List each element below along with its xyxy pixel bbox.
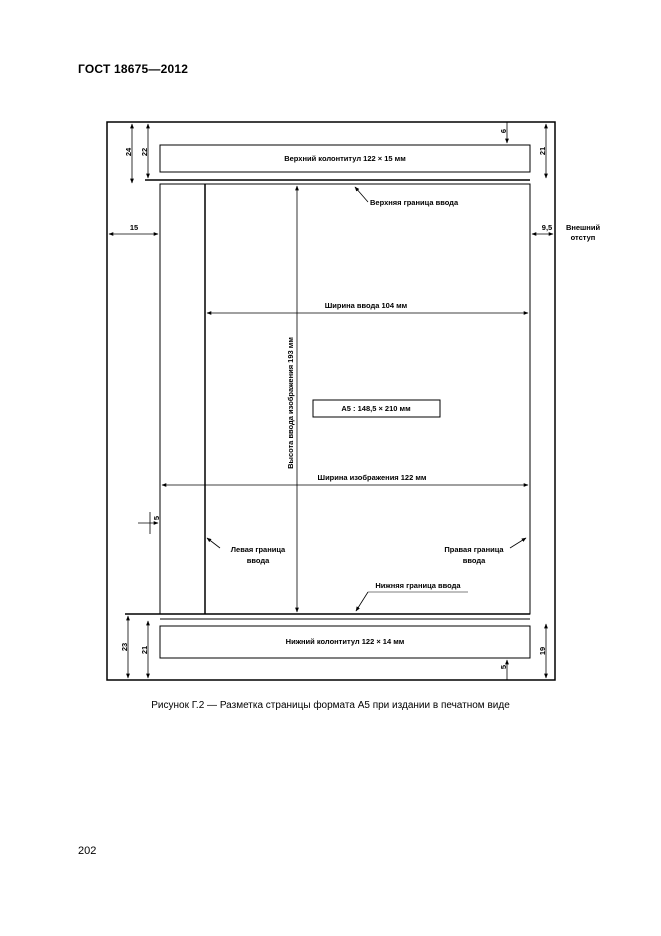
left-boundary-label-line2: ввода — [247, 556, 270, 565]
dim-bottom-right: 19 — [538, 647, 547, 655]
bottom-boundary-leader — [355, 591, 369, 612]
content-area — [159, 183, 531, 615]
top-boundary-label: Верхняя граница ввода — [370, 198, 459, 207]
header-box-label: Верхний колонтитул 122 × 15 мм — [284, 154, 406, 163]
footer-box — [159, 625, 531, 659]
format-box — [312, 399, 441, 418]
dim-gutter: 5 — [152, 516, 161, 520]
dim-right-margin: 9,5 — [542, 223, 552, 232]
image-width-label: Ширина изображения 122 мм — [318, 473, 427, 482]
bottom-boundary-label: Нижняя граница ввода — [375, 581, 461, 590]
header-box — [159, 144, 531, 173]
dim-top-outer: 24 — [124, 147, 133, 156]
dim-top-inner: 22 — [140, 148, 149, 156]
input-height-label: Высота ввода изображения 193 мм — [286, 337, 295, 469]
dim-left-margin: 15 — [130, 223, 138, 232]
right-boundary-label-line2: ввода — [463, 556, 486, 565]
dim-bottom-outer: 23 — [120, 643, 129, 651]
right-boundary-leader — [509, 537, 527, 549]
dim-top-gap: 6 — [499, 129, 508, 133]
outer-margin-label-line1: Внешний — [566, 223, 601, 232]
top-boundary-leader — [354, 186, 369, 203]
page-frame — [106, 121, 556, 681]
left-boundary-label-line1: Левая граница — [231, 545, 286, 554]
outer-margin-label-line2: отступ — [571, 233, 596, 242]
dim-bottom-inner: 21 — [140, 646, 149, 654]
format-label: А5 : 148,5 × 210 мм — [341, 404, 411, 413]
footer-box-label: Нижний колонтитул 122 × 14 мм — [286, 637, 405, 646]
left-boundary-leader — [206, 537, 221, 549]
document-header: ГОСТ 18675—2012 — [78, 62, 189, 76]
dim-bottom-gap: 5 — [499, 665, 508, 669]
figure-caption: Рисунок Г.2 — Разметка страницы формата … — [151, 700, 510, 711]
dim-top-right: 21 — [538, 147, 547, 155]
page-number: 202 — [78, 845, 97, 857]
right-boundary-label-line1: Правая граница — [444, 545, 504, 554]
input-width-label: Ширина ввода 104 мм — [325, 301, 408, 310]
